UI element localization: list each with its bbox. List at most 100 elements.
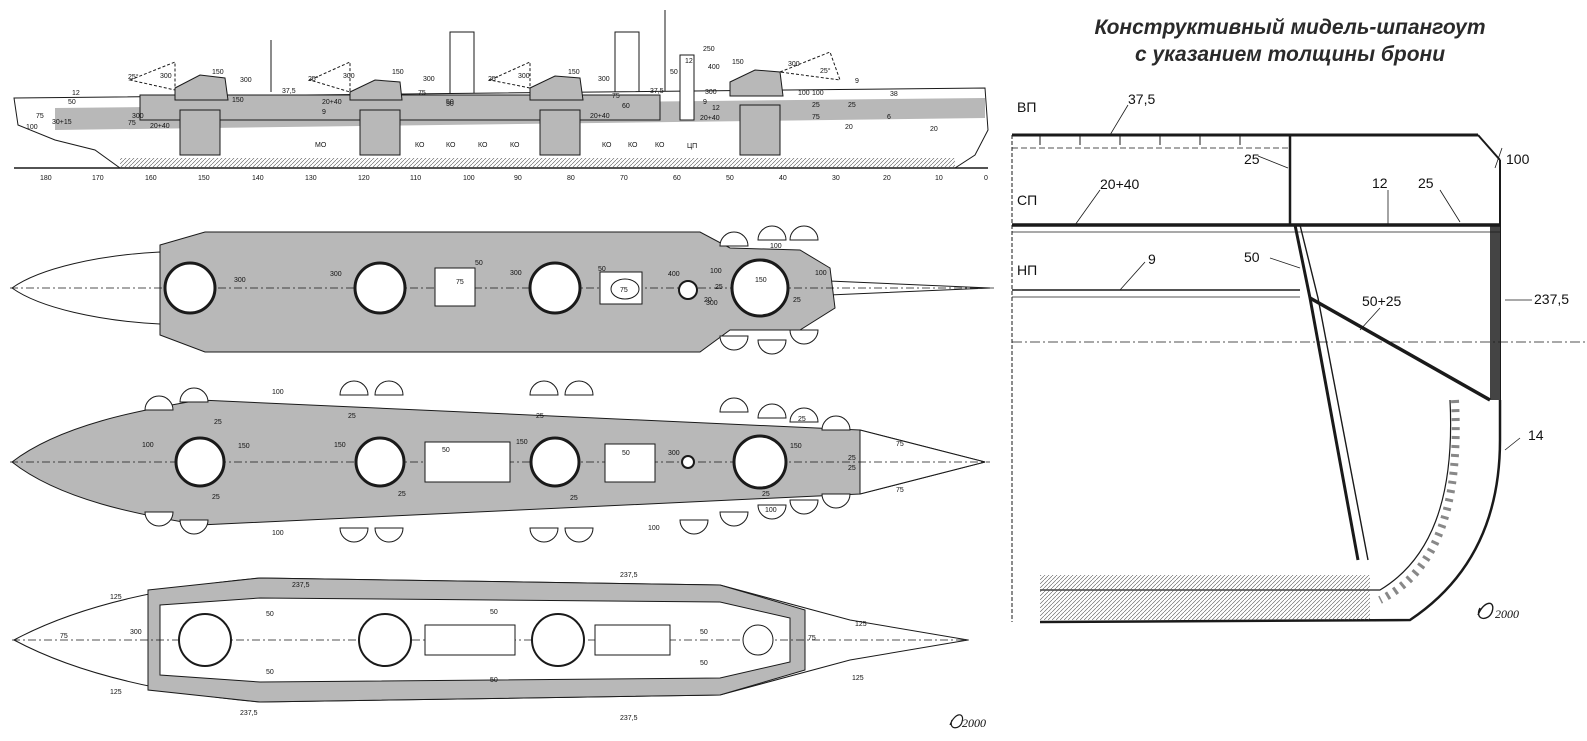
armor-label: 237,5	[292, 582, 310, 589]
armor-label: 237,5	[620, 715, 638, 722]
arc-2	[308, 61, 351, 93]
armor-label: 50	[700, 629, 708, 636]
arc-1	[128, 61, 176, 91]
signature-left: 2000	[949, 714, 986, 730]
frame-num: 10	[935, 175, 943, 182]
lower-deck-labels: 237,5 237,5 237,5 237,5 125 125 125 125 …	[60, 572, 867, 722]
armor-label: 50	[266, 669, 274, 676]
conning-tower-plan	[678, 280, 698, 300]
armor-label: 9	[703, 99, 707, 106]
armor-label: 100	[142, 442, 154, 449]
armor-label: 20	[845, 124, 853, 131]
frame-num: 90	[514, 175, 522, 182]
armor-label: 100	[648, 525, 660, 532]
armor-label: 300	[330, 271, 342, 278]
armor-label: 300	[518, 73, 530, 80]
armor-label: 75	[36, 113, 44, 120]
frame-num: 160	[145, 175, 157, 182]
armor-label: 25	[762, 491, 770, 498]
armor-label: 50	[446, 101, 454, 108]
turret-ring	[528, 261, 582, 315]
armor-label: 125	[852, 675, 864, 682]
conning-tube	[681, 455, 695, 469]
armor-label: 9	[1148, 251, 1156, 267]
armor-label: 9	[855, 78, 859, 85]
armor-label: 250	[703, 46, 715, 53]
deck-label-vp: ВП	[1017, 99, 1036, 115]
armor-label: 237,5	[1534, 291, 1569, 307]
armor-label: 14	[1528, 427, 1544, 443]
armor-label: 237,5	[240, 710, 258, 717]
armor-label: 150	[392, 69, 404, 76]
armor-label: 75	[418, 90, 426, 97]
armor-label: 150	[732, 59, 744, 66]
armor-label: 37,5	[650, 88, 664, 95]
armor-label: 50	[670, 69, 678, 76]
armor-label: 25	[848, 465, 856, 472]
armor-label: 125	[855, 621, 867, 628]
armor-label: 75	[456, 279, 464, 286]
armor-label: 150	[212, 69, 224, 76]
armor-label: 25	[398, 491, 406, 498]
compartment-label: КО	[415, 142, 425, 149]
armor-label: 50	[490, 677, 498, 684]
profile-view	[13, 10, 989, 169]
armor-label: 25°	[128, 73, 139, 81]
compartment-label: МО	[315, 142, 327, 149]
armor-label: 50	[442, 447, 450, 454]
armor-label: 25	[812, 102, 820, 109]
compartment-label: КО	[655, 142, 665, 149]
armor-label: 300	[705, 89, 717, 96]
armor-label: 37,5	[1128, 91, 1155, 107]
armor-label: 100	[798, 90, 810, 97]
title-line-1: Конструктивный мидель-шпангоут	[1094, 16, 1486, 39]
armor-label: 25	[848, 102, 856, 109]
armor-label: 25	[214, 419, 222, 426]
armor-label: 150	[568, 69, 580, 76]
armor-label: 150	[755, 277, 767, 284]
main-belt	[1490, 225, 1500, 400]
armor-label: 100	[812, 90, 824, 97]
funnel-opening	[434, 267, 476, 307]
armor-label: 38	[890, 91, 898, 98]
armor-label: 150	[232, 97, 244, 104]
title-line-2: с указанием толщины брони	[1134, 43, 1446, 66]
compartment-label: ЦП	[687, 143, 697, 150]
frame-num: 130	[305, 175, 317, 182]
armor-label: 50	[1244, 249, 1260, 265]
armor-label: 25	[715, 284, 723, 291]
armor-label: 6	[887, 114, 891, 121]
frame-num: 110	[410, 175, 421, 182]
frame-num: 170	[92, 175, 104, 182]
armor-label: 125	[110, 689, 122, 696]
title-block: Конструктивный мидель-шпангоут с указани…	[1000, 14, 1580, 68]
armor-label: 20+40	[1100, 176, 1140, 192]
armor-label: 300	[668, 450, 680, 457]
armor-label: 300	[706, 300, 718, 307]
armor-label: 30+15	[52, 119, 72, 126]
barbette	[354, 436, 406, 488]
barbette	[174, 436, 226, 488]
armor-label: 25	[793, 297, 801, 304]
magazine-ring	[742, 624, 774, 656]
armor-label: 25	[570, 495, 578, 502]
armor-label: 60	[622, 103, 630, 110]
armor-label: 75	[620, 287, 628, 294]
funnel-fore	[449, 31, 475, 98]
signature-text: 2000	[962, 716, 986, 730]
armor-label: 50	[475, 260, 483, 267]
frame-num: 20	[883, 175, 891, 182]
armor-label: 75	[128, 120, 136, 127]
armor-label: 75	[896, 441, 904, 448]
armor-label: 100	[26, 124, 38, 131]
armor-label: 25	[348, 413, 356, 420]
frame-num: 60	[673, 175, 681, 182]
frame-num: 150	[198, 175, 210, 182]
magazine-ring	[531, 613, 585, 667]
armor-label: 300	[132, 113, 144, 120]
armor-label: 100	[1506, 151, 1530, 167]
armor-label: 20+40	[700, 115, 720, 122]
armor-label: 100	[272, 389, 284, 396]
armor-label: 25°	[488, 75, 499, 83]
conning-tower	[679, 54, 695, 121]
